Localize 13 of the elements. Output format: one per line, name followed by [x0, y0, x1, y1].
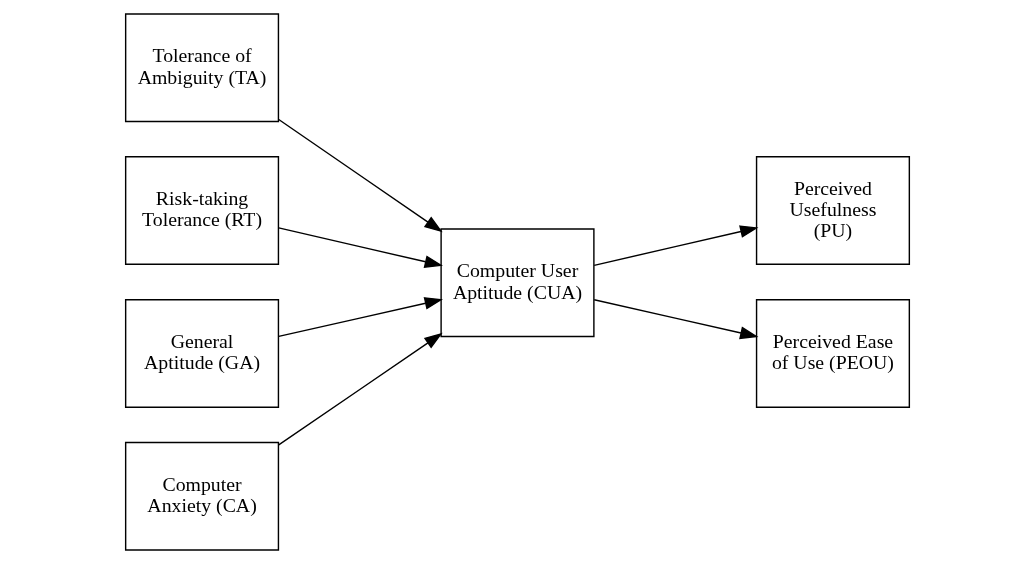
node-box: Perceived Ease of Use (PEOU) [755, 298, 910, 408]
arrow [593, 299, 758, 340]
node-box: Tolerance of Ambiguity (TA) [124, 13, 279, 123]
node-box: Computer User Aptitude (CUA) [439, 228, 595, 338]
arrow [593, 225, 758, 267]
node-box: Risk-taking Tolerance (RT) [124, 156, 279, 266]
arrow [277, 332, 443, 446]
arrow [277, 118, 443, 233]
node-box: Computer Anxiety (CA) [124, 441, 279, 551]
node-box: General Aptitude (GA) [124, 298, 279, 408]
arrow [277, 297, 443, 338]
arrow [277, 227, 443, 268]
node-box: Perceived Usefulness (PU) [755, 156, 910, 266]
